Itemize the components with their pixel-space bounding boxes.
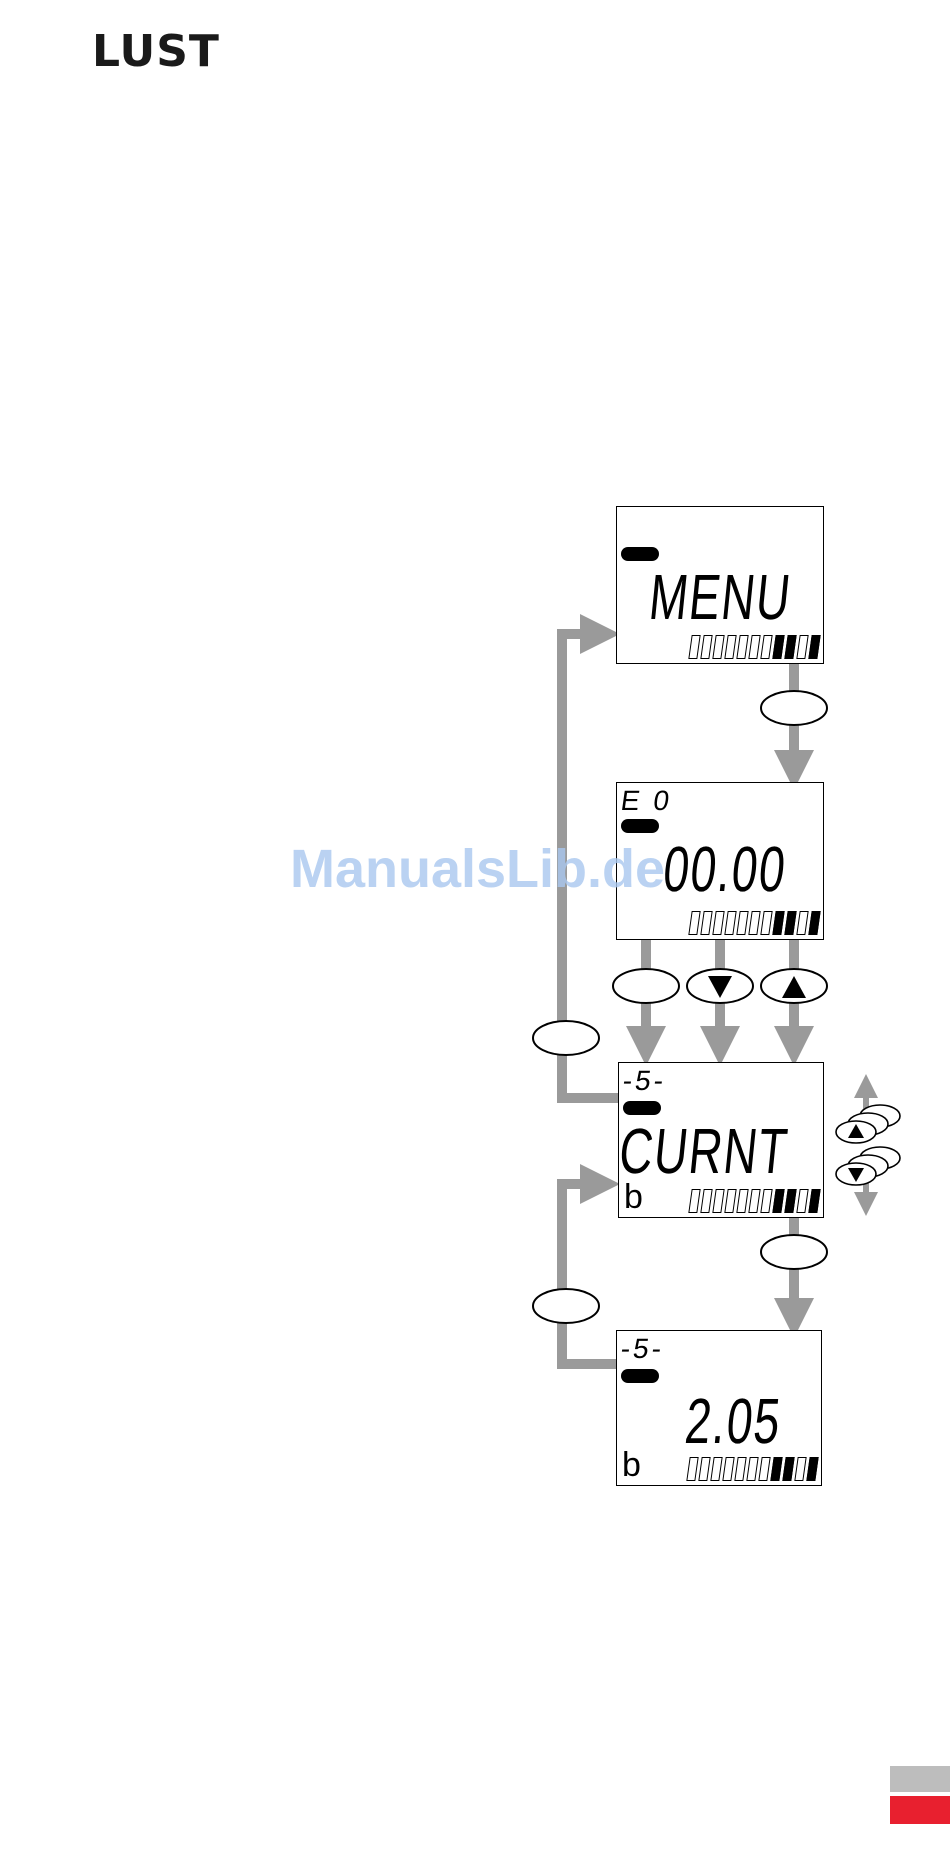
bar-segment [698,1457,710,1481]
bar-segment [688,1189,700,1213]
bar-segment [760,635,772,659]
lcd-bargraph [688,1457,817,1481]
watermark: ManualsLib.de [290,842,665,896]
lcd-bargraph [690,635,819,659]
bar-segment [688,911,700,935]
bar-segment [688,635,700,659]
bar-segment [748,911,760,935]
enter-button-3 [761,1235,827,1269]
bar-segment [700,911,712,935]
enter-button-1 [761,691,827,725]
bar-segment [796,1189,808,1213]
page-tab-red [890,1796,950,1824]
bar-segment [700,635,712,659]
bar-segment [758,1457,770,1481]
lcd-b-symbol: b [624,1180,643,1214]
lcd-b-symbol: b [622,1448,641,1482]
bar-segment [760,911,772,935]
lcd-main-text: MENU [647,565,795,629]
lcd-main-text: 00.00 [661,837,790,901]
bar-segment [784,1189,796,1213]
escape-button-2 [533,1289,599,1323]
bar-segment [748,635,760,659]
bar-segment [808,635,820,659]
bar-segment [746,1457,758,1481]
lcd-bargraph [690,911,819,935]
bar-segment [724,635,736,659]
lcd-bargraph [690,1189,819,1213]
bar-segment [808,1189,820,1213]
bar-segment [736,1189,748,1213]
bar-segment [770,1457,782,1481]
lcd-indicator [621,1369,659,1383]
bar-segment [724,1189,736,1213]
bar-segment [760,1189,772,1213]
bar-segment [734,1457,746,1481]
bar-segment [806,1457,818,1481]
bar-segment [794,1457,806,1481]
lcd-indicator [623,1101,661,1115]
bar-segment [772,1189,784,1213]
bar-segment [784,911,796,935]
bar-segment [700,1189,712,1213]
lcd-top-text: -5- [619,1335,666,1363]
enter-button-2 [613,969,679,1003]
lcd-main-text: CURNT [617,1119,792,1183]
escape-button-1 [533,1021,599,1055]
bar-segment [772,635,784,659]
bar-segment [772,911,784,935]
bar-segment [736,911,748,935]
page-tab-grey [890,1766,950,1792]
lcd-main-text: 2.05 [683,1389,785,1453]
lcd-value: -5- 2.05 b [616,1330,822,1486]
bar-segment [712,1189,724,1213]
lcd-parameter: -5- CURNT b [618,1062,824,1218]
bar-segment [722,1457,734,1481]
bar-segment [712,911,724,935]
bar-segment [796,911,808,935]
bar-segment [796,635,808,659]
bar-segment [712,635,724,659]
bar-segment [782,1457,794,1481]
bar-segment [710,1457,722,1481]
bar-segment [808,911,820,935]
bar-segment [784,635,796,659]
lcd-indicator [621,547,659,561]
lcd-top-text: E 0 [619,787,674,815]
lcd-indicator [621,819,659,833]
bar-segment [736,635,748,659]
bar-segment [748,1189,760,1213]
arrow-value-to-param [562,1184,618,1364]
lcd-top-text: -5- [621,1067,668,1095]
bar-segment [724,911,736,935]
lcd-menu: MENU [616,506,824,664]
bar-segment [686,1457,698,1481]
